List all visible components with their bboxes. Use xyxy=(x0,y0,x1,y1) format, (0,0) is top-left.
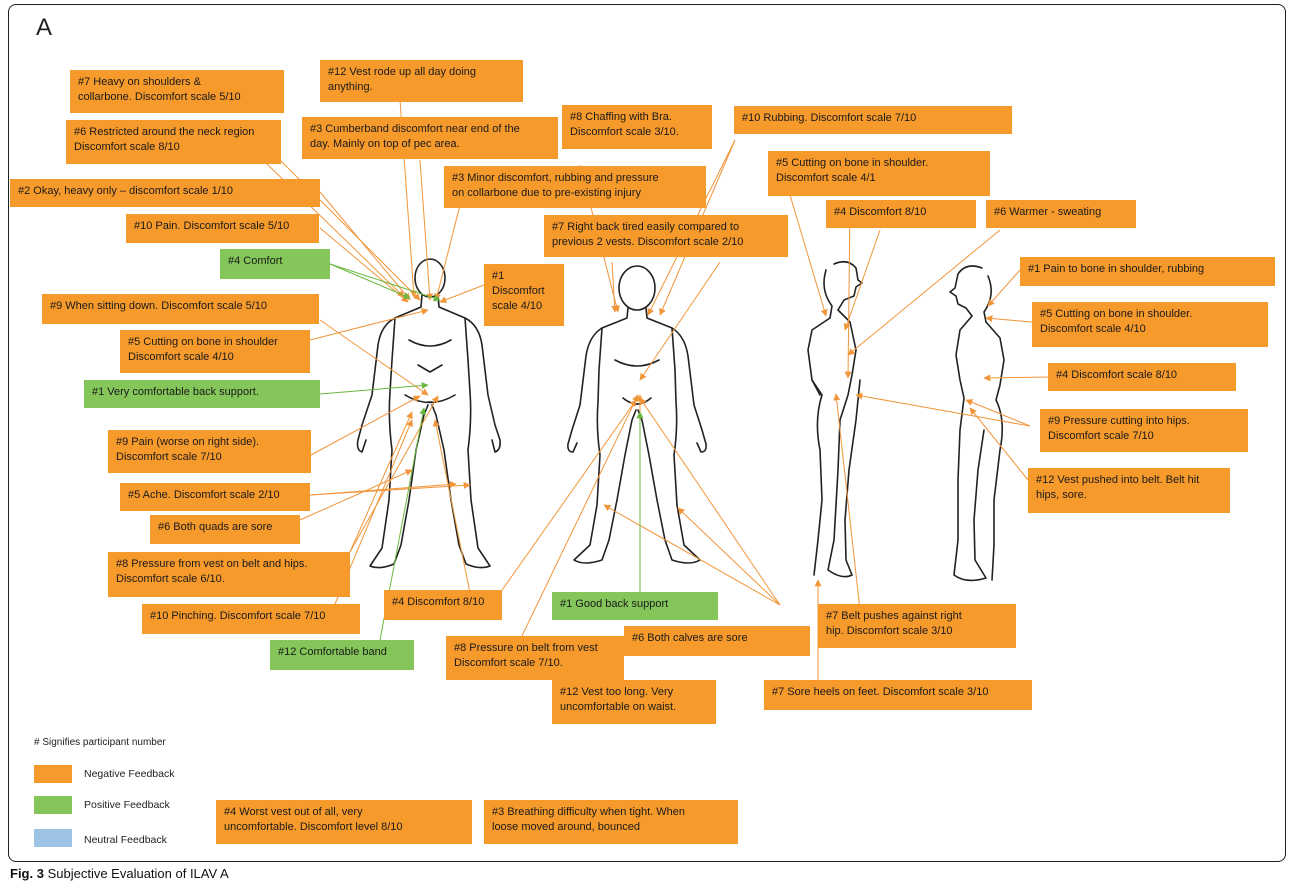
caption-text: Subjective Evaluation of ILAV A xyxy=(48,866,229,881)
comment-box: #4 Discomfort 8/10 xyxy=(384,590,502,620)
caption-prefix: Fig. 3 xyxy=(10,866,44,881)
comment-box: #6 Warmer - sweating xyxy=(986,200,1136,228)
comment-box: #7 Belt pushes against right hip. Discom… xyxy=(818,604,1016,648)
comment-box: #4 Discomfort scale 8/10 xyxy=(1048,363,1236,391)
comment-box: #7 Heavy on shoulders & collarbone. Disc… xyxy=(70,70,284,113)
figure-back xyxy=(568,266,706,563)
comment-box: #3 Minor discomfort, rubbing and pressur… xyxy=(444,166,706,208)
comment-box: #12 Vest rode up all day doing anything. xyxy=(320,60,523,102)
figure-side-right xyxy=(808,262,862,577)
legend-label-negative: Negative Feedback xyxy=(84,768,174,780)
legend-label-positive: Positive Feedback xyxy=(84,799,170,811)
comment-box: #3 Cumberband discomfort near end of the… xyxy=(302,117,558,159)
figure-side-left xyxy=(950,266,1004,580)
comment-box: #5 Cutting on bone in shoulder Discomfor… xyxy=(120,330,310,373)
comment-box: #5 Cutting on bone in shoulder. Discomfo… xyxy=(768,151,990,196)
comment-box: #4 Comfort xyxy=(220,249,330,279)
comment-box: #2 Okay, heavy only – discomfort scale 1… xyxy=(10,179,320,207)
comment-box: #9 Pressure cutting into hips. Discomfor… xyxy=(1040,409,1248,452)
comment-box: #6 Both quads are sore xyxy=(150,515,300,544)
comment-box: #4 Worst vest out of all, very uncomfort… xyxy=(216,800,472,844)
comment-box: #6 Restricted around the neck region Dis… xyxy=(66,120,281,164)
figure-front xyxy=(358,259,501,568)
legend-swatch-negative xyxy=(34,765,72,783)
comment-box: #6 Both calves are sore xyxy=(624,626,810,656)
comment-box: #8 Pressure from vest on belt and hips. … xyxy=(108,552,350,597)
comment-box: #3 Breathing difficulty when tight. When… xyxy=(484,800,738,844)
comment-box: #1 Very comfortable back support. xyxy=(84,380,320,408)
comment-box: #4 Discomfort 8/10 xyxy=(826,200,976,228)
comment-box: #7 Sore heels on feet. Discomfort scale … xyxy=(764,680,1032,710)
figure-caption: Fig. 3 Subjective Evaluation of ILAV A xyxy=(10,866,229,881)
comment-box: #1 Discomfort scale 4/10 xyxy=(484,264,564,326)
comment-box: #8 Pressure on belt from vest Discomfort… xyxy=(446,636,624,680)
comment-box: #8 Chaffing with Bra. Discomfort scale 3… xyxy=(562,105,712,149)
legend-swatch-neutral xyxy=(34,829,72,847)
comment-box: #1 Good back support xyxy=(552,592,718,620)
comment-box: #10 Rubbing. Discomfort scale 7/10 xyxy=(734,106,1012,134)
comment-box: #12 Vest too long. Very uncomfortable on… xyxy=(552,680,716,724)
legend-swatch-positive xyxy=(34,796,72,814)
comment-box: #7 Right back tired easily compared to p… xyxy=(544,215,788,257)
comment-box: #12 Comfortable band xyxy=(270,640,414,670)
comment-box: #5 Ache. Discomfort scale 2/10 xyxy=(120,483,310,511)
legend-label-neutral: Neutral Feedback xyxy=(84,834,167,846)
comment-box: #9 When sitting down. Discomfort scale 5… xyxy=(42,294,319,324)
connector-lines-positive xyxy=(320,264,640,640)
legend-title: # Signifies participant number xyxy=(34,737,166,748)
comment-box: #1 Pain to bone in shoulder, rubbing xyxy=(1020,257,1275,286)
comment-box: #10 Pain. Discomfort scale 5/10 xyxy=(126,214,319,243)
comment-box: #10 Pinching. Discomfort scale 7/10 xyxy=(142,604,360,634)
comment-box: #12 Vest pushed into belt. Belt hit hips… xyxy=(1028,468,1230,513)
comment-box: #5 Cutting on bone in shoulder. Discomfo… xyxy=(1032,302,1268,347)
comment-box: #9 Pain (worse on right side). Discomfor… xyxy=(108,430,311,473)
